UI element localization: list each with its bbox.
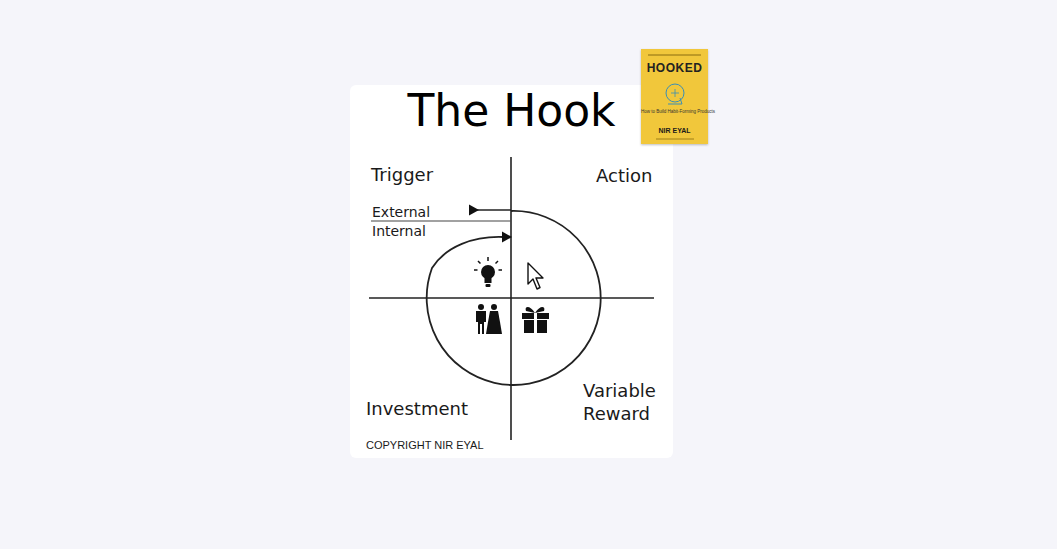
hook-loop <box>427 211 601 385</box>
quadrant-label: Trigger <box>371 165 433 186</box>
internal-arrowhead <box>502 232 512 243</box>
trigger-divider <box>371 220 511 221</box>
lightbulb-icon <box>474 257 502 287</box>
book-cover <box>641 49 708 144</box>
quadrant-label: Investment <box>366 399 468 420</box>
trigger-type-label: Internal <box>372 223 426 239</box>
copyright-note: COPYRIGHT NIR EYAL <box>366 439 484 452</box>
quadrant-label: Action <box>596 166 652 187</box>
quadrant-label: Variable Reward <box>583 380 656 425</box>
book-subtitle: How to Build Habit-Forming Products <box>641 109 708 114</box>
gift-icon <box>522 307 549 333</box>
couple-icon <box>476 304 502 334</box>
trigger-type-label: External <box>372 204 430 220</box>
cursor-icon <box>528 263 543 289</box>
diagram-title: The Hook <box>350 86 673 137</box>
card <box>350 85 673 458</box>
book-author: NIR EYAL <box>641 127 708 135</box>
book-title: HOOKED <box>641 62 708 76</box>
horizontal-axis <box>369 297 654 299</box>
external-arrowhead <box>469 205 479 216</box>
